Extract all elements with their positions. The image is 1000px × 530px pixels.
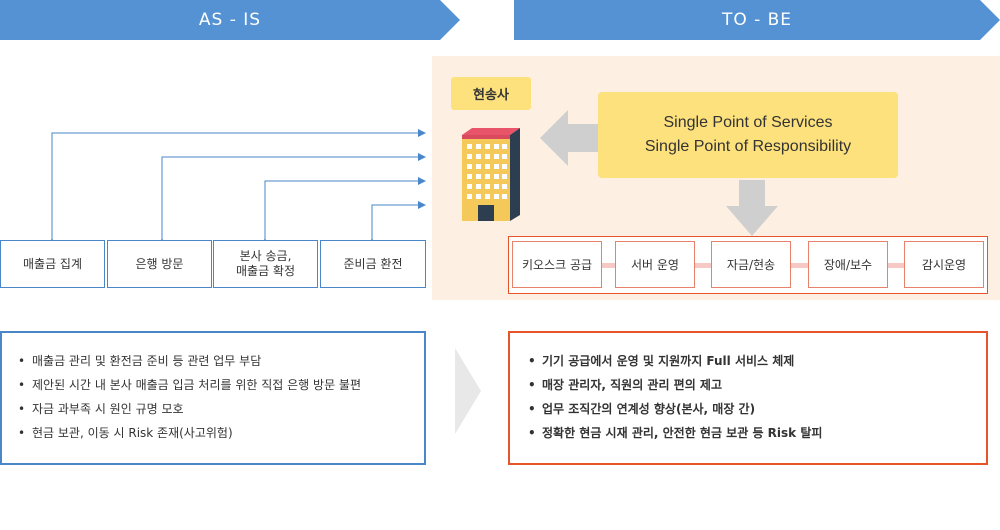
as-is-issues-panel: 매출금 관리 및 환전금 준비 등 관련 업무 부담 제안된 시간 내 본사 매… <box>0 331 426 465</box>
arrow-left-icon <box>540 110 598 166</box>
transition-chevron-icon <box>455 348 481 434</box>
as-is-header: AS - IS <box>0 0 460 40</box>
step-hq-remittance: 본사 송금, 매출금 확정 <box>213 240 318 288</box>
as-is-flow-arrows <box>48 129 426 245</box>
step-bank-visit: 은행 방문 <box>107 240 212 288</box>
flow-arrow-4 <box>368 201 426 245</box>
arrow-down-icon <box>726 180 778 236</box>
to-be-title: TO - BE <box>721 10 793 30</box>
service-server-operation: 서버 운영 <box>615 241 695 288</box>
to-be-header: TO - BE <box>514 0 1000 40</box>
flow-arrow-2 <box>158 153 426 245</box>
step-reserve-exchange: 준비금 환전 <box>320 240 426 288</box>
issue-item: 매출금 관리 및 환전금 준비 등 관련 업무 부담 <box>16 349 424 373</box>
to-be-benefits-panel: 기기 공급에서 운영 및 지원까지 Full 서비스 체제 매장 관리자, 직원… <box>508 331 988 465</box>
building-icon <box>462 128 520 221</box>
as-is-title: AS - IS <box>198 10 262 30</box>
benefit-item: 매장 관리자, 직원의 관리 편의 제고 <box>526 373 986 397</box>
flow-arrow-3 <box>261 177 426 245</box>
service-maintenance: 장애/보수 <box>808 241 888 288</box>
service-fund-transport: 자금/현송 <box>711 241 791 288</box>
issue-item: 현금 보관, 이동 시 Risk 존재(사고위험) <box>16 421 424 445</box>
benefit-item: 정확한 현금 시재 관리, 안전한 현금 보관 등 Risk 탈피 <box>526 421 986 445</box>
cash-transport-company-label: 현송사 <box>451 77 531 110</box>
single-point-responsibility: Single Point of Responsibility <box>644 138 852 155</box>
service-monitoring: 감시운영 <box>904 241 984 288</box>
service-kiosk-supply: 키오스크 공급 <box>512 241 602 288</box>
single-point-box: Single Point of Services Single Point of… <box>598 92 898 178</box>
single-point-services: Single Point of Services <box>663 114 833 131</box>
flow-arrow-1 <box>48 129 426 245</box>
benefit-item: 기기 공급에서 운영 및 지원까지 Full 서비스 체제 <box>526 349 986 373</box>
issue-item: 자금 과부족 시 원인 규명 모호 <box>16 397 424 421</box>
step-sales-aggregation: 매출금 집계 <box>0 240 105 288</box>
benefit-item: 업무 조직간의 연계성 향상(본사, 매장 간) <box>526 397 986 421</box>
issue-item: 제안된 시간 내 본사 매출금 입금 처리를 위한 직접 은행 방문 불편 <box>16 373 424 397</box>
